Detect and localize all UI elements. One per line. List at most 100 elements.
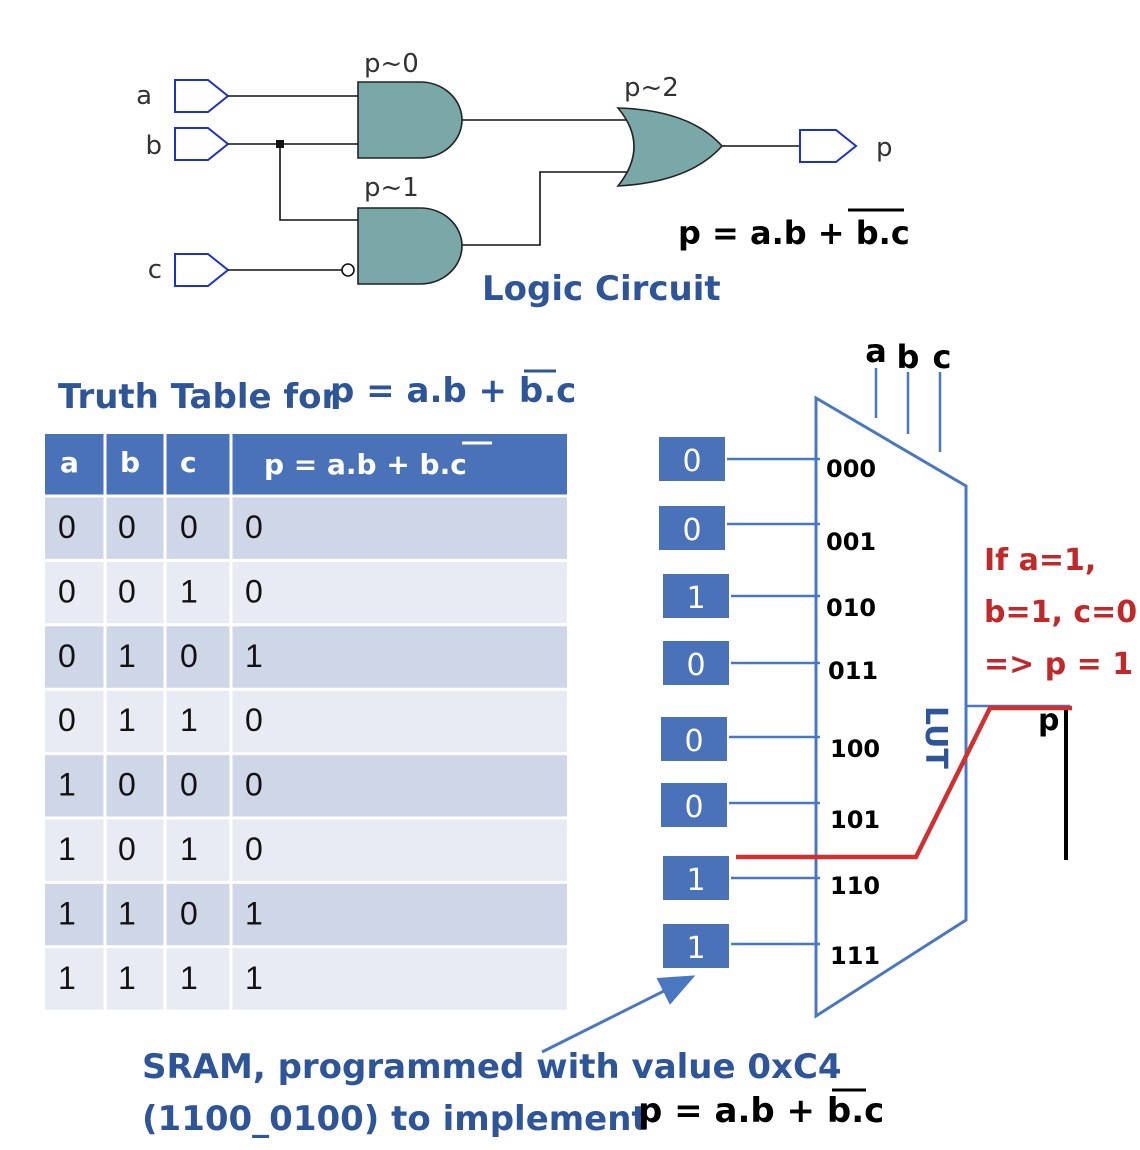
sram-value: 0	[684, 790, 703, 825]
table-cell: 0	[180, 767, 198, 803]
lut-output-label: p	[1038, 703, 1059, 738]
truth-table-grid	[45, 434, 567, 1013]
truth-table-title-equation: p = a.b + b.c	[330, 371, 576, 411]
header-c: c	[180, 446, 197, 479]
sram-value: 0	[682, 513, 701, 548]
sram-cell	[661, 639, 731, 687]
table-cell: 1	[180, 831, 198, 867]
sram-value: 1	[686, 863, 705, 898]
caption-line-1: SRAM, programmed with value 0xC4	[142, 1047, 842, 1087]
table-cell: 0	[245, 702, 263, 738]
table-row	[45, 560, 567, 625]
select-label-a: a	[865, 332, 887, 370]
sram-arrow	[541, 975, 696, 1054]
sram-cell	[659, 781, 729, 829]
lut-address-label: 011	[828, 657, 878, 685]
input-label-a: a	[136, 81, 152, 111]
note-line-1: If a=1,	[984, 543, 1096, 578]
lut-address-label: 110	[830, 872, 880, 900]
gate-label-p1: p~1	[364, 173, 419, 203]
table-cell: 0	[58, 509, 76, 545]
caption-equation: p = a.b + b.c	[638, 1091, 884, 1131]
table-cell: 0	[180, 638, 198, 674]
table-row	[45, 753, 567, 818]
table-row	[45, 624, 567, 690]
table-row	[45, 882, 567, 947]
table-cell: 0	[58, 573, 76, 609]
lut-label: LUT	[918, 706, 953, 769]
input-label-b: b	[145, 131, 162, 161]
table-cell: 1	[245, 895, 263, 931]
sram-cell	[661, 922, 731, 970]
table-cell: 1	[58, 831, 76, 867]
table-cell: 0	[245, 509, 263, 545]
table-cell: 0	[245, 831, 263, 867]
input-label-c: c	[148, 255, 162, 285]
gate-label-p2: p~2	[624, 73, 679, 103]
table-cell: 1	[180, 702, 198, 738]
circuit-equation: p = a.b + b.c	[678, 214, 910, 252]
wire-and1-out	[462, 171, 628, 246]
table-cell: 1	[118, 702, 136, 738]
header-a: a	[60, 446, 79, 479]
bottom-caption: SRAM, programmed with value 0xC4 (1100_0…	[142, 975, 884, 1139]
sram-value: 0	[686, 648, 705, 683]
table-cell: 1	[118, 960, 136, 996]
lut-address-label: 111	[830, 942, 880, 970]
inverter-bubble	[341, 263, 355, 277]
table-cell: 1	[58, 767, 76, 803]
truth-table-title-prefix: Truth Table for	[58, 377, 339, 417]
table-row	[45, 496, 567, 561]
table-cell: 1	[58, 960, 76, 996]
table-cell: 1	[180, 573, 198, 609]
sram-value: 0	[682, 444, 701, 479]
table-cell: 1	[245, 960, 263, 996]
table-row	[45, 689, 567, 754]
sram-value: 1	[686, 581, 705, 616]
lut-address-label: 010	[826, 594, 876, 622]
table-cell: 0	[245, 573, 263, 609]
table-cell: 0	[58, 702, 76, 738]
wire-b-branch	[279, 144, 358, 221]
sram-value: 1	[686, 931, 705, 966]
gate-label-p0: p~0	[364, 49, 419, 79]
note-line-2: b=1, c=0	[984, 595, 1137, 630]
select-label-c: c	[933, 338, 952, 376]
sram-cell	[659, 715, 729, 763]
table-cell: 1	[245, 638, 263, 674]
input-port-a	[174, 79, 230, 113]
table-cell: 0	[180, 509, 198, 545]
sram-cell	[661, 854, 731, 902]
table-cell: 1	[58, 895, 76, 931]
lut-address-label: 100	[830, 735, 880, 763]
table-cell: 1	[180, 960, 198, 996]
sram-cell	[661, 572, 731, 620]
sram-value: 0	[684, 724, 703, 759]
select-label-b: b	[897, 338, 920, 376]
logic-circuit: a b c p~0 p~1 p~2 p p = a.b + b.c Logic …	[136, 49, 910, 309]
lut-address-label: 101	[830, 806, 880, 834]
lut-address-label: 000	[826, 455, 876, 483]
and-gate-p1	[357, 207, 463, 285]
table-cell: 0	[118, 831, 136, 867]
junction-dot	[276, 140, 284, 148]
lut-mux-body	[814, 395, 968, 1019]
circuit-caption: Logic Circuit	[482, 269, 721, 309]
output-label-p: p	[876, 133, 893, 163]
table-cell: 0	[245, 767, 263, 803]
table-cell: 0	[118, 767, 136, 803]
input-port-b	[174, 127, 230, 161]
input-port-c	[174, 253, 230, 287]
sram-cell	[657, 435, 727, 483]
header-p: p = a.b + b.c	[264, 448, 467, 481]
or-gate-p2	[616, 107, 724, 187]
header-b: b	[120, 446, 140, 479]
table-cell: 1	[118, 895, 136, 931]
caption-line-2: (1100_0100) to implement	[142, 1099, 648, 1139]
table-cell: 0	[58, 638, 76, 674]
selected-path	[736, 705, 1072, 860]
table-row	[45, 946, 567, 1012]
note-line-3: => p = 1	[984, 647, 1133, 682]
